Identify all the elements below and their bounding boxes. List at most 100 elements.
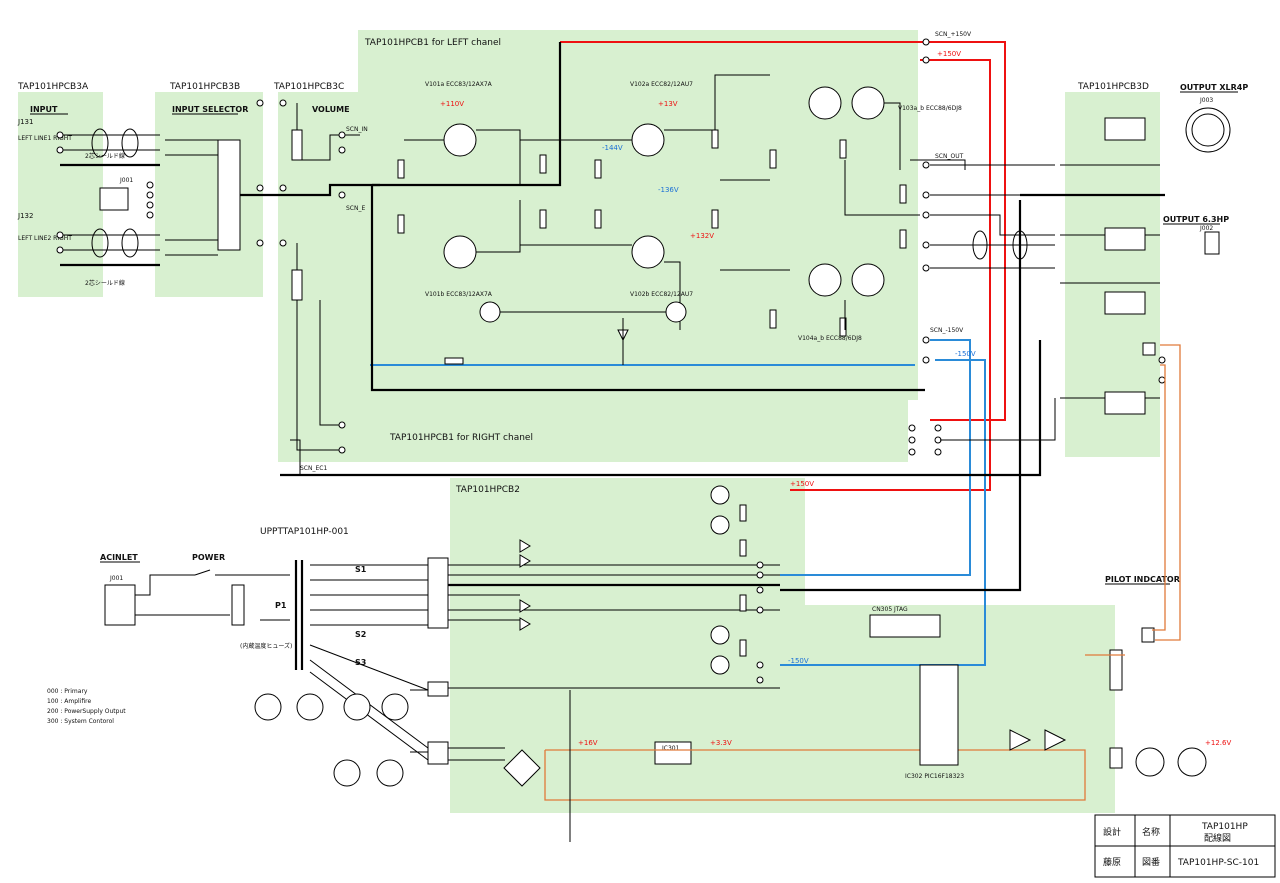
volt-p150-psu: +150V [790,480,814,488]
net-scn-ec1: SCN_EC1 [300,465,327,472]
ic301-label: IC301 [662,745,680,752]
tube-v101a [443,123,477,157]
conn-j131: J131 [17,118,33,126]
jack-63 [1204,231,1220,255]
tube-v102a [631,123,665,157]
conn-j003: J003 [1199,97,1213,104]
volt-m144: -144V [602,144,623,152]
section-output-xlr: OUTPUT XLR4P [1180,83,1248,92]
title-number: TAP101HP-SC-101 [1177,858,1259,868]
legend-1: 100 : Amplifire [47,698,91,705]
conn-j132: J132 [17,212,33,220]
title-product: TAP101HP [1201,822,1248,832]
volt-p33: +3.3V [710,739,732,747]
transformer-s2: S2 [355,630,366,639]
section-input-selector: INPUT SELECTOR [172,105,248,114]
heater-v101l [1135,747,1165,777]
bridge-d301 [503,749,541,787]
transformer-s1: S1 [355,565,367,574]
tube-label-v102a: V102a ECC82/12AU7 [630,81,693,88]
legend-0: 000 : Primary [47,688,88,695]
title-number-label: 図番 [1142,856,1160,868]
transistor-q101 [479,301,501,323]
title-design-label: 設計 [1103,826,1121,838]
ac-inlet-j001 [104,584,136,626]
connector-cn203 [427,681,449,697]
legend-2: 200 : PowerSupply Output [47,708,126,715]
connector-cn301 [1109,747,1123,769]
section-acinlet: ACINLET [100,553,138,562]
connector-cn305 [869,614,941,638]
shield-label-2: 2芯シールド線 [85,279,125,287]
net-scn-m150: SCN_-150V [930,327,964,334]
pcb-label-b3d: TAP101HPCB3D [1077,82,1149,92]
conn-j002: J002 [1199,225,1213,232]
title-designer: 藤原 [1103,856,1121,868]
volt-v102a: +13V [658,100,678,108]
mcu-ic302 [919,664,959,766]
heater-v102l [343,693,371,721]
heater-v103l [333,759,361,787]
heater-v103r [376,759,404,787]
section-output-63: OUTPUT 6.3HP [1163,215,1229,224]
tube-v103a [808,86,842,120]
section-input: INPUT [30,105,58,114]
net-scn-p150: SCN_+150V [935,31,972,38]
connector-cn304 [1141,627,1155,643]
connector-cn302 [427,741,449,765]
tube-label-v101b: V101b ECC83/12AX7A [425,291,493,298]
tube-label-v104: V104a_b ECC88/6DJ8 [798,335,862,342]
pcb-label-b3b: TAP101HPCB3B [169,82,240,92]
connector-cn303 [1109,649,1123,691]
pcb-label-upp: UPPTTAP101HP-001 [260,527,349,537]
tube-v102b [631,235,665,269]
transistor-q102 [665,301,687,323]
heater-v104l [254,693,282,721]
conn-j001-ac: J001 [109,575,123,582]
tube-label-v103: V103a_b ECC88/6DJ8 [898,105,962,112]
tube-label-v101a: V101a ECC83/12AX7A [425,81,493,88]
connector-cn201 [427,557,449,629]
volt-m150-left: -150V [955,350,976,358]
conn-j001-in: J001 [119,177,133,184]
net-scn-out: SCN_OUT [935,153,964,160]
ic302-label: IC302 PIC16F18323 [905,773,964,780]
title-drawing-name: 配線図 [1204,832,1231,844]
volt-p16: +16V [578,739,598,747]
volt-m150-psu: -150V [788,657,809,665]
transformer-s3: S3 [355,658,366,667]
section-pilot: PILOT INDCATOR [1105,575,1180,584]
net-scn-e: SCN_E [346,205,365,212]
pcb-label-b1-right: TAP101HPCB1 for RIGHT chanel [389,433,533,443]
title-name-label: 名称 [1142,826,1160,838]
cn305-label: CN305 JTAG [872,606,908,613]
pcb-label-b2: TAP101HPCB2 [455,485,520,495]
volt-p126: +12.6V [1205,739,1231,747]
legend-3: 300 : System Contorol [47,718,114,725]
pcb-b1-right [278,400,908,462]
volt-p132: +132V [690,232,714,240]
volt-m136: -136V [658,186,679,194]
regulator-ic301 [654,741,692,765]
transformer-fuse-note: (内蔵温度ヒューズ) [240,642,292,650]
section-power: POWER [192,553,225,562]
heater-v104r [296,693,324,721]
tube-v104b [851,263,885,297]
pcb-b2 [450,478,805,813]
heater-v101r [1177,747,1207,777]
tube-label-v102b: V102b ECC82/12AU7 [630,291,693,298]
pcb-b2-control [805,605,1115,813]
pcb-b3a [18,92,103,297]
volt-p150-top: +150V [937,50,961,58]
tube-v103b [851,86,885,120]
tube-v104a [808,263,842,297]
conn-line2: LEFT LINE2 RIGHT [18,235,72,242]
transformer-p1: P1 [275,601,287,610]
section-volume: VOLUME [312,105,350,114]
conn-line1: LEFT LINE1 RIGHT [18,135,72,142]
heater-v102r [381,693,409,721]
net-scn-in: SCN_IN [346,126,368,133]
tube-v101b [443,235,477,269]
pcb-label-b1-left: TAP101HPCB1 for LEFT chanel [364,38,501,48]
